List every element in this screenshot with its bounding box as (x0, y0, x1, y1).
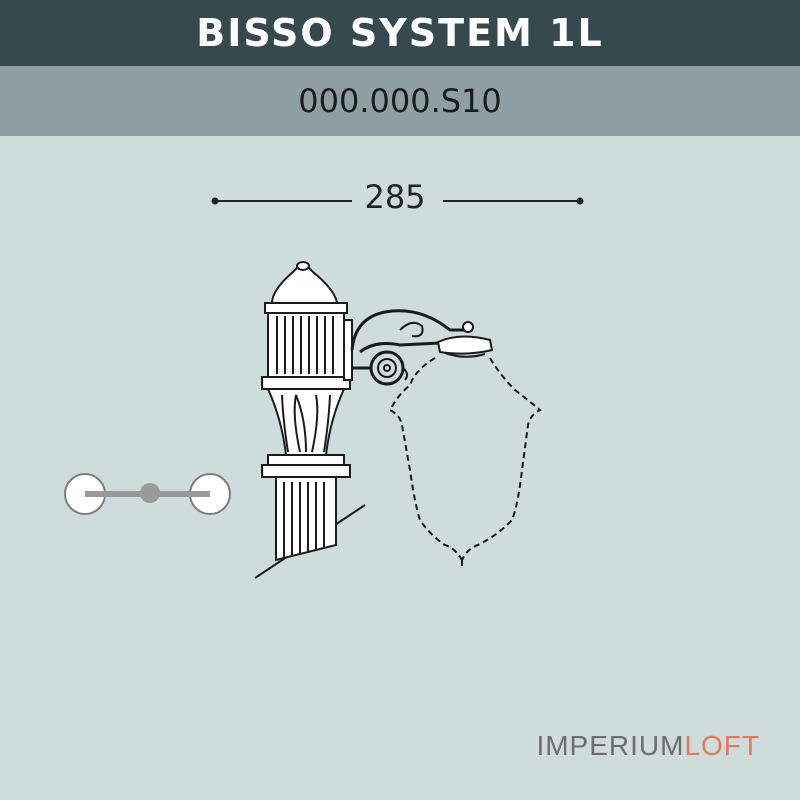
brand-logo-part2: LOFT (684, 730, 760, 761)
brand-logo: IMPERIUMLOFT (536, 730, 760, 762)
dimension-line (211, 197, 584, 205)
product-code: 000.000.S10 (298, 82, 502, 120)
code-bar: 000.000.S10 (0, 66, 800, 136)
product-title: BISSO SYSTEM 1L (196, 11, 604, 55)
lamp-post-drawing (254, 261, 494, 579)
title-bar: BISSO SYSTEM 1L (0, 0, 800, 66)
wall-bracket-mount-icon (64, 473, 231, 515)
lantern-outline (388, 357, 542, 566)
brand-logo-part1: IMPERIUM (536, 730, 685, 761)
dimension-width-label: 285 (364, 178, 426, 216)
